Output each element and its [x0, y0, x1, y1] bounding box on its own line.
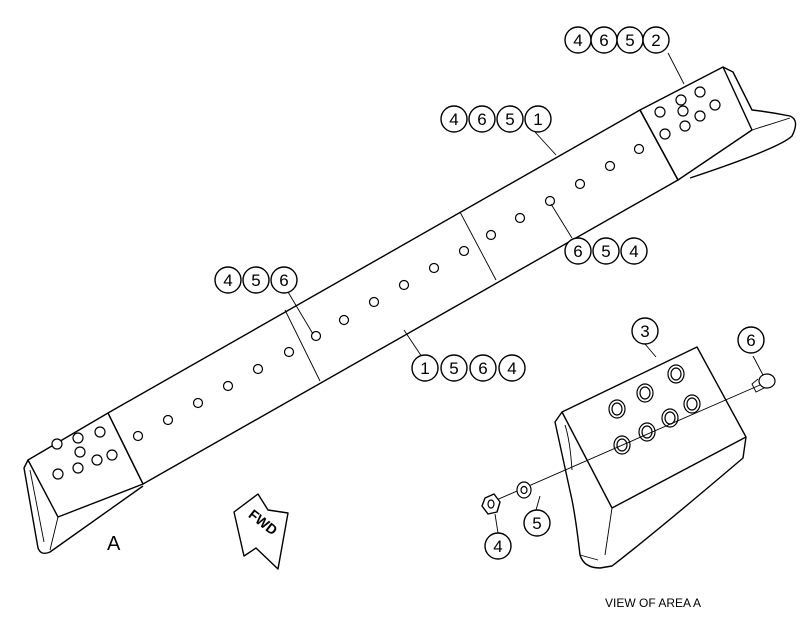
callout-circle: [737, 326, 765, 354]
callout-circle: [631, 317, 659, 345]
callout-circle: [496, 105, 524, 133]
callout-circle: [469, 354, 497, 382]
callout-circle: [468, 105, 496, 133]
callout-number: 5: [532, 514, 541, 533]
callout-circle: [214, 266, 242, 294]
callout-number: 1: [533, 110, 542, 129]
right-end-bit: [639, 66, 797, 181]
callout-number: 6: [573, 242, 582, 261]
callout-circle: [484, 532, 512, 560]
detail-view-area-a: [481, 346, 776, 569]
callout-number: 4: [493, 537, 502, 556]
callout-number: 5: [449, 359, 458, 378]
callout-number: 5: [251, 271, 260, 290]
callout-number: 5: [625, 31, 634, 50]
callout-number: 5: [601, 242, 610, 261]
callout-number: 6: [478, 359, 487, 378]
callout-number: 6: [477, 110, 486, 129]
callout-circle: [440, 354, 468, 382]
callout-circle: [440, 105, 468, 133]
callout-number: 4: [507, 359, 516, 378]
callout-circle: [498, 354, 526, 382]
callout-circle: [524, 105, 552, 133]
callout-circle: [242, 266, 270, 294]
callout-circle: [270, 266, 298, 294]
leader-lines: [287, 52, 764, 534]
callout-detail-washer: 5: [523, 509, 551, 537]
view-of-area-title: VIEW OF AREA A: [605, 596, 701, 610]
callout-number: 3: [640, 322, 649, 341]
callout-circle: [642, 26, 670, 54]
forward-arrow: FWD: [233, 493, 289, 570]
cutting-edge-assembly: [23, 66, 797, 555]
left-end-bit: [23, 412, 144, 555]
callout-number: 4: [573, 31, 582, 50]
washer-part: [516, 481, 532, 499]
callout-detail-nut: 4: [484, 532, 512, 560]
callout-number: 4: [629, 242, 638, 261]
callout-circle: [523, 509, 551, 537]
callout-circle: [564, 237, 592, 265]
callout-number: 4: [223, 271, 232, 290]
cutting-edge-strip: [107, 109, 679, 485]
callout-number: 6: [599, 31, 608, 50]
callout-circle: [620, 237, 648, 265]
callout-number: 1: [420, 359, 429, 378]
callout-number: 4: [449, 110, 458, 129]
callout-number: 5: [505, 110, 514, 129]
callout-circle: [592, 237, 620, 265]
callout-detail-end-bit: 3: [631, 317, 659, 345]
callout-number: 2: [651, 31, 660, 50]
area-a-label: A: [107, 533, 121, 555]
callout-number: 6: [279, 271, 288, 290]
bolt-part: [751, 373, 776, 393]
callout-number: 6: [746, 331, 755, 350]
callout-circle: [411, 354, 439, 382]
callout-detail-bolt: 6: [737, 326, 765, 354]
nut-part: [481, 493, 501, 515]
